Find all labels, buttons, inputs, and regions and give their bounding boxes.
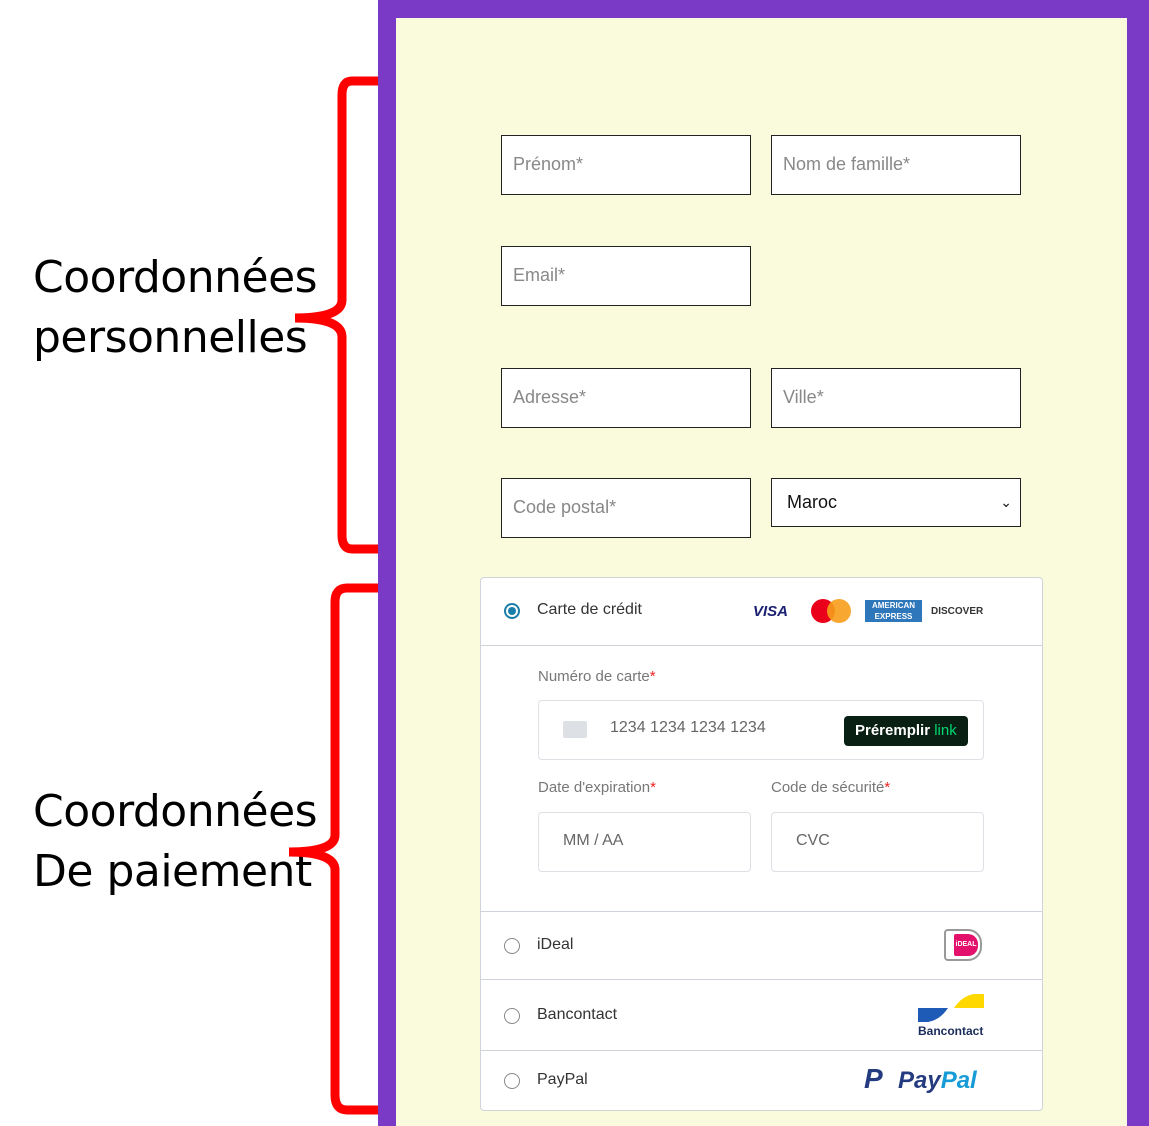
- payment-option-ideal[interactable]: iDeal iDEAL: [481, 912, 1042, 980]
- annotation-line: personnelles: [33, 312, 308, 363]
- card-icon: [563, 721, 587, 738]
- chevron-down-icon: ⌄: [1000, 494, 1012, 510]
- payment-label: iDeal: [537, 936, 574, 953]
- card-details: Numéro de carte* 1234 1234 1234 1234 Pré…: [481, 646, 1042, 912]
- country-select[interactable]: Maroc ⌄: [771, 478, 1021, 527]
- brace-personal: [294, 76, 378, 554]
- paypal-logo: PayPal: [898, 1067, 977, 1094]
- country-value: Maroc: [787, 492, 838, 512]
- city-input[interactable]: Ville*: [771, 368, 1021, 428]
- card-number-label: Numéro de carte*: [538, 668, 656, 685]
- cvc-input[interactable]: CVC: [771, 812, 984, 872]
- annotation-line: Coordonnées: [33, 786, 318, 837]
- autofill-link-button[interactable]: Préremplir link: [844, 716, 968, 746]
- last-name-input[interactable]: Nom de famille*: [771, 135, 1021, 195]
- annotation-personal: Coordonnées personnelles: [33, 248, 318, 368]
- payment-label: Carte de crédit: [537, 601, 642, 618]
- ideal-logo: iDEAL: [944, 929, 982, 961]
- payment-option-bancontact[interactable]: Bancontact Bancontact: [481, 980, 1042, 1051]
- paypal-icon: P: [864, 1063, 883, 1094]
- visa-logo: VISA: [753, 603, 789, 620]
- postal-code-input[interactable]: Code postal*: [501, 478, 751, 538]
- discover-logo: DISCOVER: [931, 606, 984, 617]
- amex-logo: AMERICAN EXPRESS: [865, 600, 922, 622]
- payment-label: Bancontact: [537, 1006, 618, 1023]
- expiry-input[interactable]: MM / AA: [538, 812, 751, 872]
- first-name-input[interactable]: Prénom*: [501, 135, 751, 195]
- brace-payment: [288, 583, 378, 1115]
- radio-paypal[interactable]: [504, 1073, 520, 1089]
- address-input[interactable]: Adresse*: [501, 368, 751, 428]
- bancontact-logo-mark: [918, 994, 984, 1022]
- card-number-input[interactable]: 1234 1234 1234 1234 Préremplir link: [538, 700, 984, 760]
- annotation-payment: Coordonnées De paiement: [33, 782, 318, 902]
- radio-bancontact[interactable]: [504, 1008, 520, 1024]
- radio-card[interactable]: [504, 603, 520, 619]
- annotation-line: Coordonnées: [33, 252, 318, 303]
- email-input[interactable]: Email*: [501, 246, 751, 306]
- payment-label: PayPal: [537, 1071, 588, 1088]
- payment-option-card[interactable]: Carte de crédit VISA AMERICAN EXPRESS DI…: [481, 578, 1042, 646]
- radio-ideal[interactable]: [504, 938, 520, 954]
- annotation-line: De paiement: [33, 846, 312, 897]
- cvc-label: Code de sécurité*: [771, 779, 891, 796]
- payment-methods: Carte de crédit VISA AMERICAN EXPRESS DI…: [480, 577, 1043, 1111]
- expiry-label: Date d'expiration*: [538, 779, 656, 796]
- payment-option-paypal[interactable]: PayPal P PayPal: [481, 1051, 1042, 1110]
- bancontact-logo-text: Bancontact: [918, 1024, 984, 1038]
- card-number-placeholder: 1234 1234 1234 1234: [610, 719, 766, 736]
- mastercard-logo: [811, 599, 851, 623]
